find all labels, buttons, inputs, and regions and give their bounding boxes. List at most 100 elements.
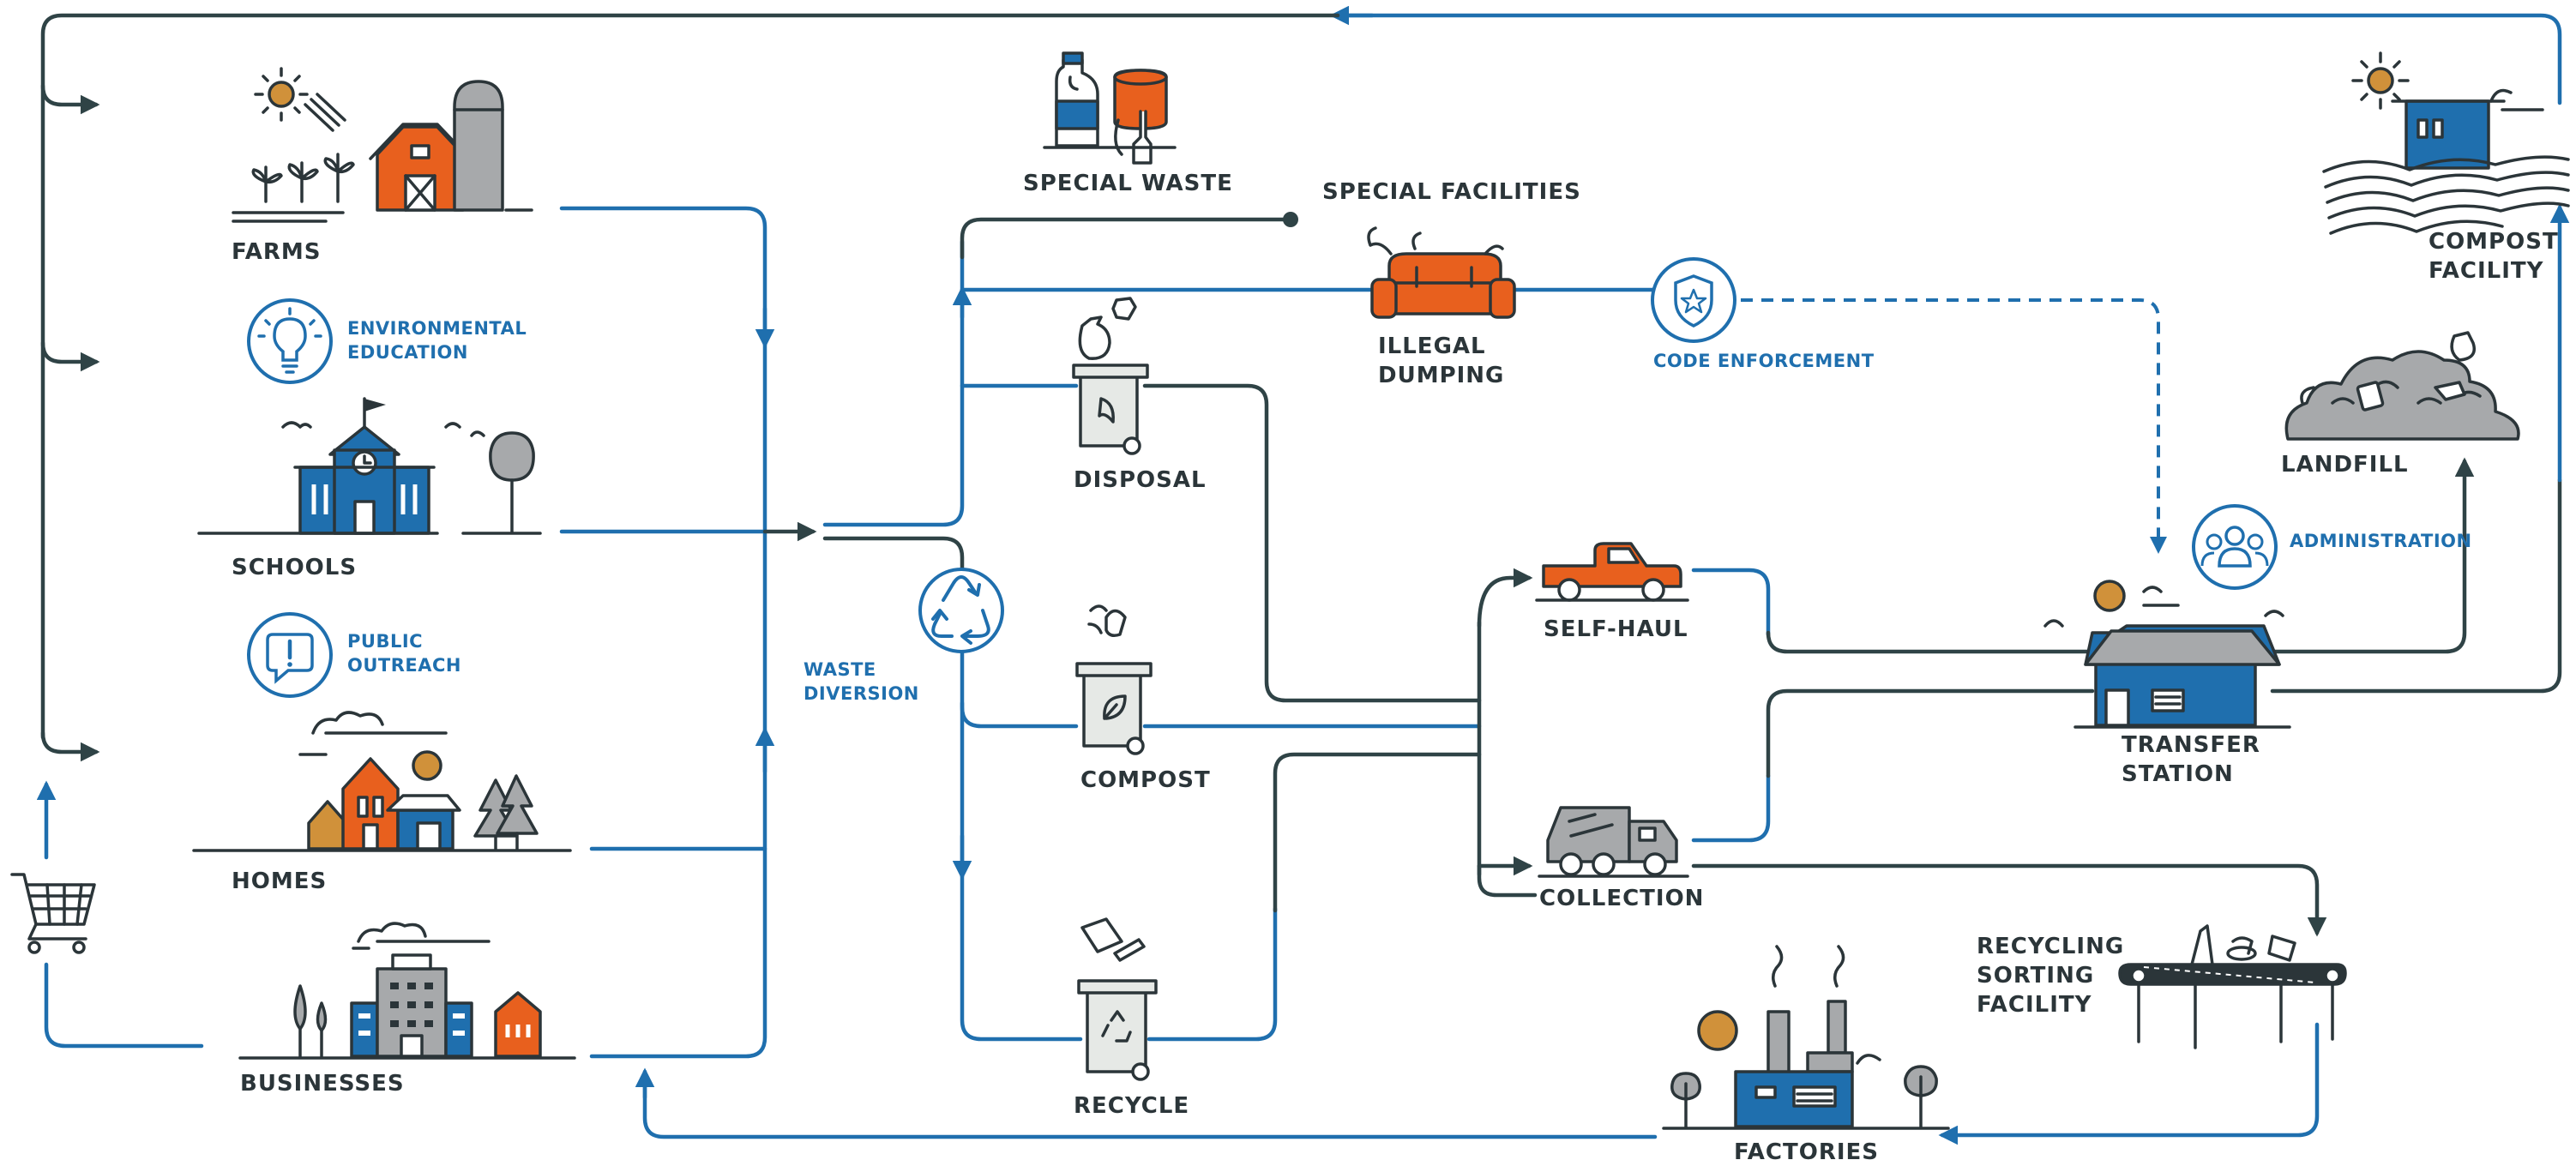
house-icon	[307, 757, 461, 850]
disposal-to-hub	[1142, 383, 1482, 703]
trash-bin-icon	[1072, 364, 1149, 455]
transfer-to-compost	[2270, 478, 2562, 694]
waste-diversion-label-1: WASTE	[803, 659, 876, 680]
silo-icon	[453, 80, 533, 212]
sun-icon	[254, 67, 346, 132]
sorting-label-2: SORTING	[1977, 963, 2094, 989]
selfhaul-to-transfer-dark	[1766, 630, 2095, 654]
tree-icon	[473, 774, 539, 850]
collection-to-transfer-dark	[1766, 688, 2095, 778]
recycle-icon	[918, 568, 1004, 653]
alert-icon	[247, 612, 333, 698]
sun-icon	[2093, 580, 2126, 612]
crop-icon	[232, 153, 355, 223]
tree-icon	[293, 984, 328, 1058]
environmental-education: ENVIRONMENTAL EDUCATION	[247, 298, 527, 384]
flow-lines	[36, 5, 2570, 1145]
landfill-pile-icon	[2284, 331, 2520, 441]
waste-diversion: WASTE DIVERSION	[803, 568, 1004, 704]
recycle-up-dark	[1273, 752, 1482, 913]
illegal-dumping-illustration: ILLEGAL DUMPING	[1367, 226, 1516, 388]
factories-to-businesses	[642, 1073, 1658, 1139]
collection: COLLECTION	[1538, 806, 1704, 911]
to-compost-bin	[960, 700, 1079, 729]
compost-facility-label-1: COMPOST	[2429, 229, 2559, 255]
collection-to-transfer	[1691, 773, 1771, 843]
paint-can-icon	[1113, 69, 1168, 165]
code-enforcement: CODE ENFORCEMENT	[1651, 257, 1875, 371]
return-loop-top	[1335, 13, 2562, 105]
lightbulb-icon	[247, 298, 333, 384]
to-special-waste	[960, 217, 1293, 260]
businesses-to-cart	[44, 962, 204, 1049]
sorting-label-1: RECYCLING	[1977, 934, 2124, 959]
compost-bin-icon	[1075, 662, 1153, 755]
landfill: LANDFILL	[2281, 331, 2520, 478]
tree-icon	[489, 431, 535, 533]
shopping-cart-icon	[10, 873, 96, 954]
recycle-label: RECYCLE	[1074, 1093, 1189, 1119]
selfhaul-to-transfer	[1691, 568, 1771, 637]
enforcement-dashed	[1741, 298, 2167, 554]
waste-diversion-label-2: DIVERSION	[803, 683, 919, 704]
recyclables-icon	[1080, 917, 1146, 962]
special-waste-dot	[1283, 212, 1298, 227]
factory-icon	[1734, 1000, 1854, 1128]
compost-facility-label-2: FACILITY	[2429, 258, 2544, 284]
barn-icon	[369, 123, 472, 212]
administration: ADMINISTRATION	[2192, 504, 2472, 590]
illegal-dumping-label-2: DUMPING	[1378, 363, 1504, 388]
recycle-bin-icon	[1077, 979, 1158, 1081]
public-outreach-label-1: PUBLIC	[347, 631, 423, 652]
special-waste-illustration: SPECIAL WASTE	[1023, 51, 1233, 196]
office-building-icon	[350, 953, 473, 1058]
sorting-label-3: FACILITY	[1977, 992, 2092, 1018]
recycle-to-hub	[1147, 906, 1278, 1042]
couch-icon	[1367, 226, 1516, 319]
compost-facility: COMPOST FACILITY	[2322, 51, 2570, 284]
special-waste-label: SPECIAL WASTE	[1023, 171, 1233, 196]
garbage-truck-icon	[1538, 806, 1689, 878]
administration-label: ADMINISTRATION	[2290, 531, 2472, 551]
factories: FACTORIES	[1662, 945, 1950, 1165]
farms-illustration: FARMS	[232, 67, 533, 265]
homes-label: HOMES	[232, 868, 327, 894]
code-enforcement-label: CODE ENFORCEMENT	[1653, 351, 1875, 371]
disposal-bin: DISPOSAL	[1072, 297, 1207, 493]
recycle-bin: RECYCLE	[1074, 917, 1189, 1119]
sun-icon	[1697, 1010, 1738, 1051]
factories-label: FACTORIES	[1734, 1139, 1879, 1165]
pickup-truck-icon	[1535, 542, 1689, 602]
bleach-bottle-icon	[1055, 51, 1099, 147]
env-education-label-2: EDUCATION	[347, 342, 468, 363]
tree-icon	[1670, 1065, 1938, 1128]
transfer-station-label-2: STATION	[2122, 761, 2234, 787]
house-icon	[494, 991, 542, 1058]
diversion-upper	[822, 239, 965, 527]
people-icon	[2192, 504, 2278, 590]
homes-illustration: HOMES	[192, 711, 572, 894]
food-scrap-icon	[1087, 604, 1127, 637]
illegal-dumping-label-1: ILLEGAL	[1378, 334, 1486, 359]
conveyor-belt-icon	[2118, 924, 2347, 1049]
shield-star-icon	[1651, 257, 1736, 343]
schools-illustration: SCHOOLS	[197, 397, 542, 580]
compost-facility-icon	[2322, 51, 2570, 235]
school-icon	[293, 397, 436, 535]
sun-icon	[2367, 67, 2394, 94]
collection-label: COLLECTION	[1539, 886, 1704, 911]
farms-to-collector	[559, 206, 767, 1059]
public-outreach-label-2: OUTREACH	[347, 655, 461, 676]
lower-fan	[960, 649, 1083, 1042]
disposal-label: DISPOSAL	[1074, 467, 1207, 493]
recycling-sorting-facility: RECYCLING SORTING FACILITY	[1977, 924, 2347, 1049]
hub-to-collection-b	[1477, 863, 1538, 898]
sorting-to-factories	[1938, 1022, 2320, 1145]
self-haul-label: SELF-HAUL	[1544, 616, 1688, 642]
transfer-to-landfill	[2270, 457, 2475, 654]
warehouse-icon	[2073, 624, 2291, 729]
public-outreach: PUBLIC OUTREACH	[247, 612, 461, 698]
landfill-label: LANDFILL	[2281, 452, 2409, 478]
special-facilities-label: SPECIAL FACILITIES	[1322, 179, 1581, 205]
